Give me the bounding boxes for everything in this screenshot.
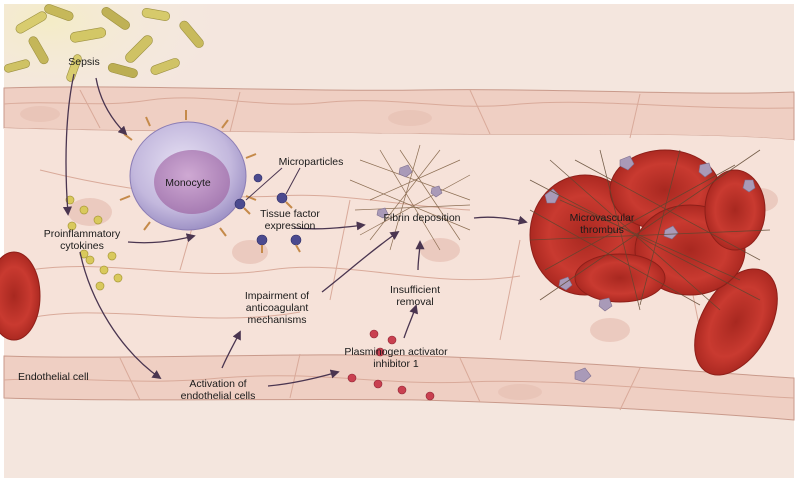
arrow-activation-to-impairment: [221, 330, 241, 369]
label-sepsis: Sepsis: [68, 56, 100, 68]
arrow-cytokines-to-monocyte: [127, 233, 196, 244]
arrow-cytokines-to-activation: [79, 251, 162, 380]
arrow-activation-to-pai1: [267, 369, 340, 387]
label-leader-lines: [245, 167, 301, 201]
arrow-sepsis-to-monocyte: [95, 77, 128, 136]
label-proinflammatory-cytokines: Proinflammatory cytokines: [43, 228, 121, 252]
cytokines: [65, 195, 123, 291]
arrow-pai1-to-insufficient-removal: [403, 304, 419, 339]
process-arrows: [62, 73, 528, 387]
label-impairment-anticoagulant: Impairment of anticoagulant mechanisms: [244, 290, 310, 326]
microparticles: [234, 173, 302, 253]
label-fibrin-deposition: Fibrin deposition: [383, 212, 461, 224]
arrow-insufficient-removal-to-fibrin: [415, 240, 425, 271]
label-monocyte: Monocyte: [165, 177, 211, 189]
label-activation-endothelial: Activation of endothelial cells: [180, 378, 256, 402]
label-tissue-factor-expression: Tissue factor expression: [260, 208, 320, 232]
label-microparticles: Microparticles: [278, 156, 344, 168]
arrow-impairment-to-fibrin: [321, 230, 400, 293]
platelets: [376, 164, 443, 219]
arrow-tissue-factor-to-fibrin: [293, 221, 366, 231]
arrow-fibrin-to-thrombus: [473, 215, 528, 225]
pai-1-particles: [347, 329, 435, 401]
red-blood-cells: [0, 251, 778, 376]
label-microvascular-thrombus: Microvascular thrombus: [569, 212, 635, 236]
label-plasminogen-activator-inhibitor: Plasminogen activator inhibitor 1: [344, 346, 448, 370]
monocyte-cell: [119, 110, 257, 237]
bacteria-cluster: [4, 4, 204, 82]
label-insufficient-removal: Insufficient removal: [389, 284, 440, 308]
label-endothelial-cell: Endothelial cell: [18, 371, 89, 383]
fibrin-mesh: [349, 144, 471, 251]
microvascular-thrombus-cluster: [529, 149, 771, 383]
arrow-sepsis-to-cytokines: [62, 73, 75, 216]
